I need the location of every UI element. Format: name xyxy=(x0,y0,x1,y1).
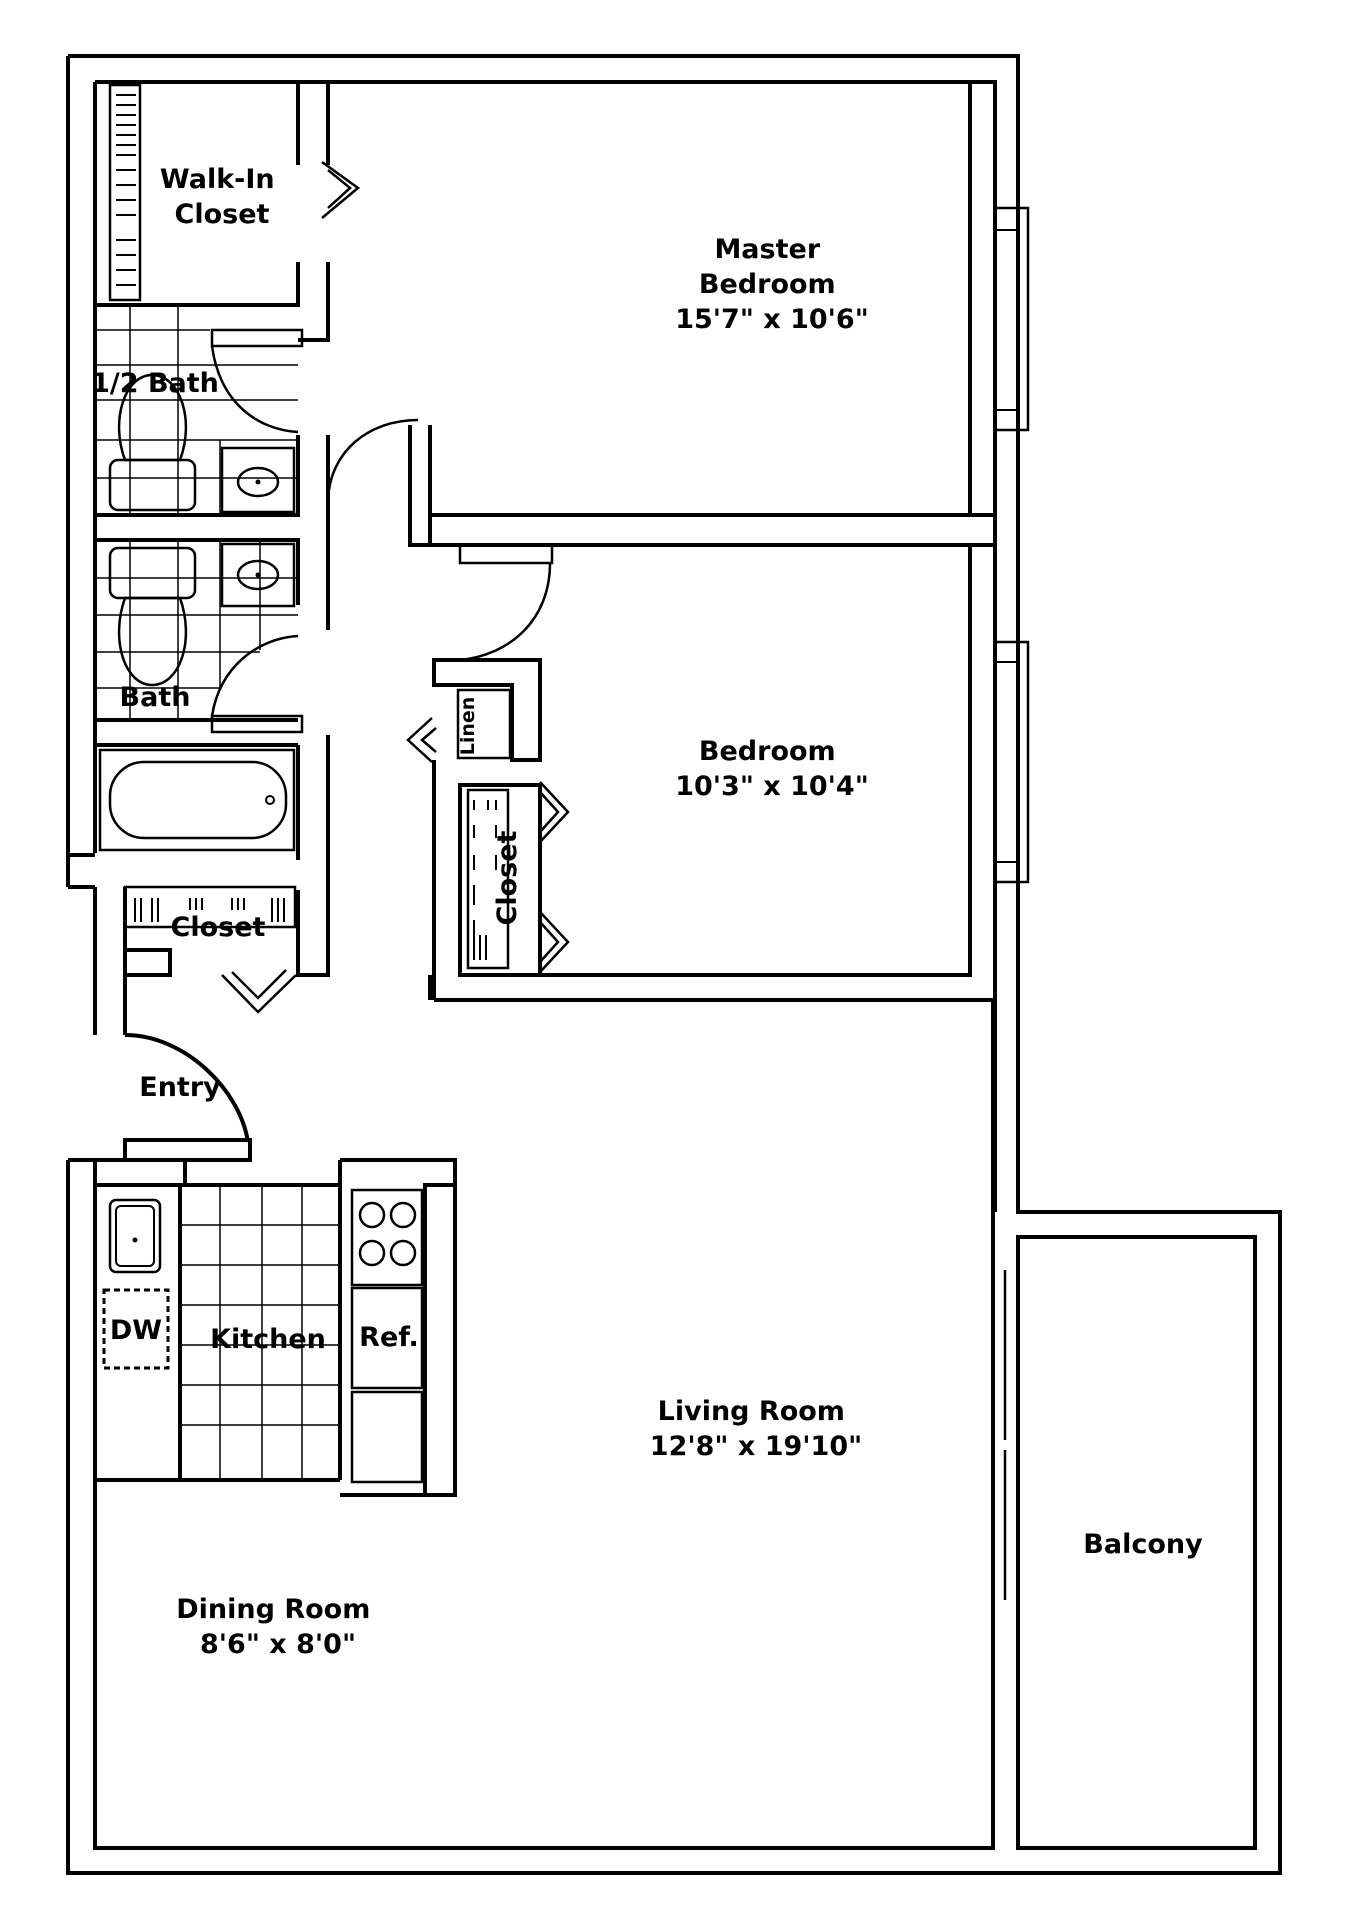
balcony-label: Balcony xyxy=(1083,1529,1203,1560)
half-bath: 1/2 Bath xyxy=(91,305,304,515)
toilet-icon xyxy=(108,546,197,687)
walkin-closet-line2: Closet xyxy=(175,199,270,230)
half-bath-tiles xyxy=(95,305,298,515)
entry-closet: Closet xyxy=(123,885,297,1014)
dining-room-line1: Dining Room xyxy=(176,1594,370,1625)
bath-tiles xyxy=(95,540,298,720)
dining-room-size: 8'6" x 8'0" xyxy=(200,1629,356,1660)
sink-icon xyxy=(220,542,296,608)
living-room-line1: Living Room xyxy=(658,1396,845,1427)
bathtub-icon xyxy=(98,748,296,852)
kitchen-tiles xyxy=(180,1185,340,1480)
hanging-rod-lines xyxy=(116,94,136,286)
bath-label: Bath xyxy=(120,682,191,713)
living-room-label: Living Room 12'8" x 19'10" xyxy=(650,1396,862,1462)
entry-label: Entry xyxy=(139,1072,221,1103)
kitchen-label: Kitchen xyxy=(210,1324,326,1355)
linen-label: Linen xyxy=(457,697,479,756)
linen-closet: Linen xyxy=(406,658,542,763)
shelf-lines xyxy=(134,898,285,922)
entry-closet-label: Closet xyxy=(171,912,266,943)
master-bedroom-line2: Bedroom xyxy=(699,269,836,300)
kitchen: DW Kitchen Ref. xyxy=(93,1160,455,1495)
kitchen-sink-icon xyxy=(108,1198,162,1274)
walkin-closet-line1: Walk-In xyxy=(160,164,275,195)
master-bedroom-size: 15'7" x 10'6" xyxy=(675,304,869,335)
toilet-icon xyxy=(108,373,197,512)
walkin-closet: Walk-In Closet xyxy=(95,80,361,342)
living-room-size: 12'8" x 19'10" xyxy=(650,1431,862,1462)
bedroom-closet: Closet xyxy=(458,781,570,977)
bath: Bath xyxy=(95,540,304,852)
sink-icon xyxy=(220,446,296,514)
master-bedroom-line1: Master xyxy=(714,234,820,265)
bedroom-line1: Bedroom xyxy=(699,736,836,767)
refrigerator-label: Ref. xyxy=(359,1322,419,1353)
shelf-lines xyxy=(473,800,497,960)
bedroom: Bedroom 10'3" x 10'4" xyxy=(428,543,1030,1160)
walkin-closet-label: Walk-In Closet xyxy=(160,164,284,230)
stove-icon xyxy=(350,1188,424,1287)
living-room: Living Room 12'8" x 19'10" xyxy=(650,1270,1007,1600)
half-bath-label: 1/2 Bath xyxy=(91,368,219,399)
bedroom-closet-label: Closet xyxy=(492,830,523,925)
bedroom-size: 10'3" x 10'4" xyxy=(675,771,869,802)
master-bedroom: Master Bedroom 15'7" x 10'6" xyxy=(326,82,1030,547)
hallway-walls xyxy=(68,435,330,1143)
dishwasher-label: DW xyxy=(110,1315,162,1346)
bedroom-label: Bedroom 10'3" x 10'4" xyxy=(675,736,869,802)
dining-room-label: Dining Room 8'6" x 8'0" xyxy=(176,1594,380,1660)
master-bedroom-label: Master Bedroom 15'7" x 10'6" xyxy=(675,234,869,335)
